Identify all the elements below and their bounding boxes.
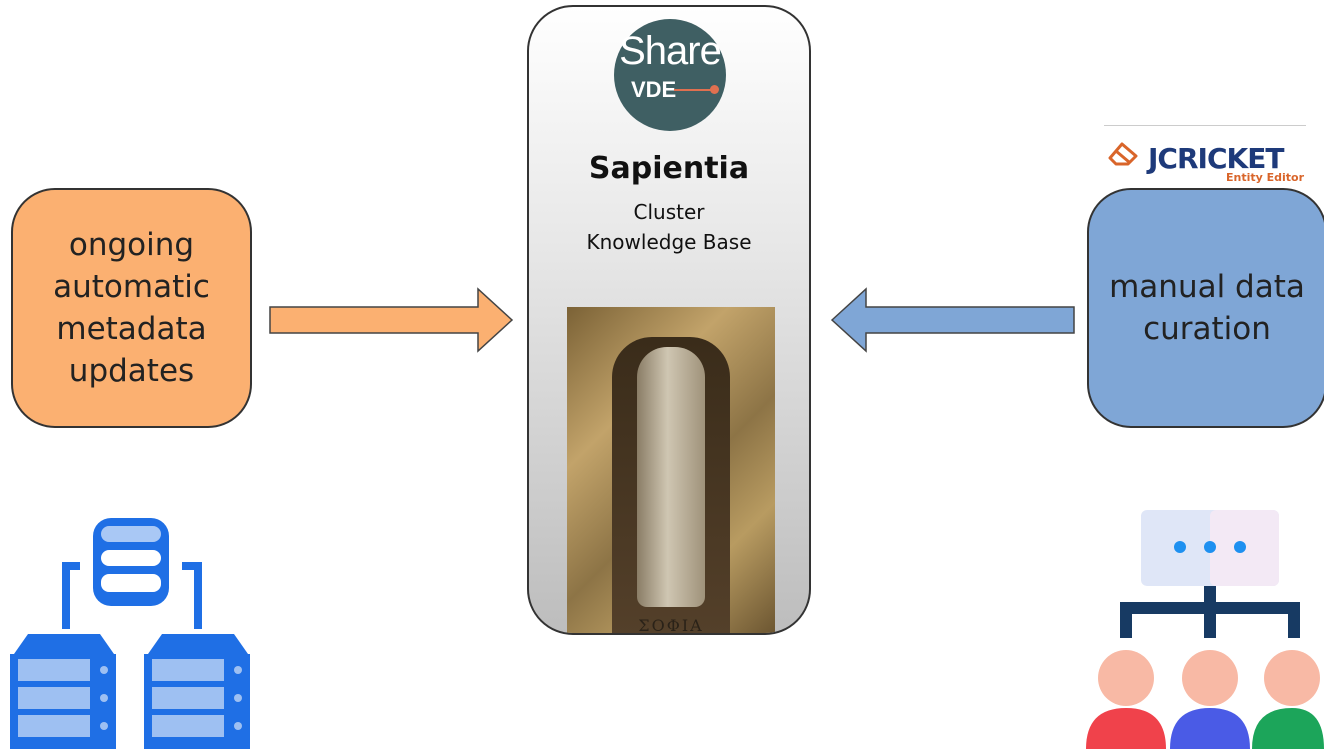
- logo-share-text: Share: [619, 29, 722, 73]
- logo-dot: [710, 85, 719, 94]
- automatic-updates-label: ongoing automatic metadata updates: [53, 227, 210, 389]
- eraser-icon: [1108, 142, 1138, 166]
- database-servers-icon: [10, 518, 250, 749]
- manual-curation-label: manual data curation: [1109, 269, 1305, 347]
- panel-title: Sapientia: [588, 151, 750, 186]
- jcricket-tagline: Entity Editor: [1225, 171, 1304, 184]
- right-arrow: [269, 287, 514, 353]
- panel-subtitle-cluster: Cluster: [633, 200, 705, 224]
- jcricket-name: JCRICKET: [1148, 142, 1284, 175]
- left-arrow: [830, 287, 1075, 353]
- statue-figure: [637, 347, 705, 607]
- automatic-updates-box: ongoing automatic metadata updates: [11, 188, 252, 428]
- logo-line: [674, 89, 714, 91]
- panel-subtitle-kb: Knowledge Base: [586, 230, 752, 254]
- manual-curation-box: manual data curation: [1087, 188, 1324, 428]
- photo-inscription: ΣΟΦΙΑ: [638, 616, 704, 635]
- sophia-statue-photo: ΣΟΦΙΑ: [567, 307, 775, 635]
- sapientia-panel: Share VDE Sapientia Cluster Knowledge Ba…: [527, 5, 811, 635]
- team-hierarchy-icon: [1086, 510, 1324, 749]
- sharevde-logo: Share VDE: [614, 19, 726, 131]
- jcricket-logo: JCRICKET Entity Editor: [1104, 125, 1306, 186]
- logo-vde-text: VDE: [631, 77, 677, 102]
